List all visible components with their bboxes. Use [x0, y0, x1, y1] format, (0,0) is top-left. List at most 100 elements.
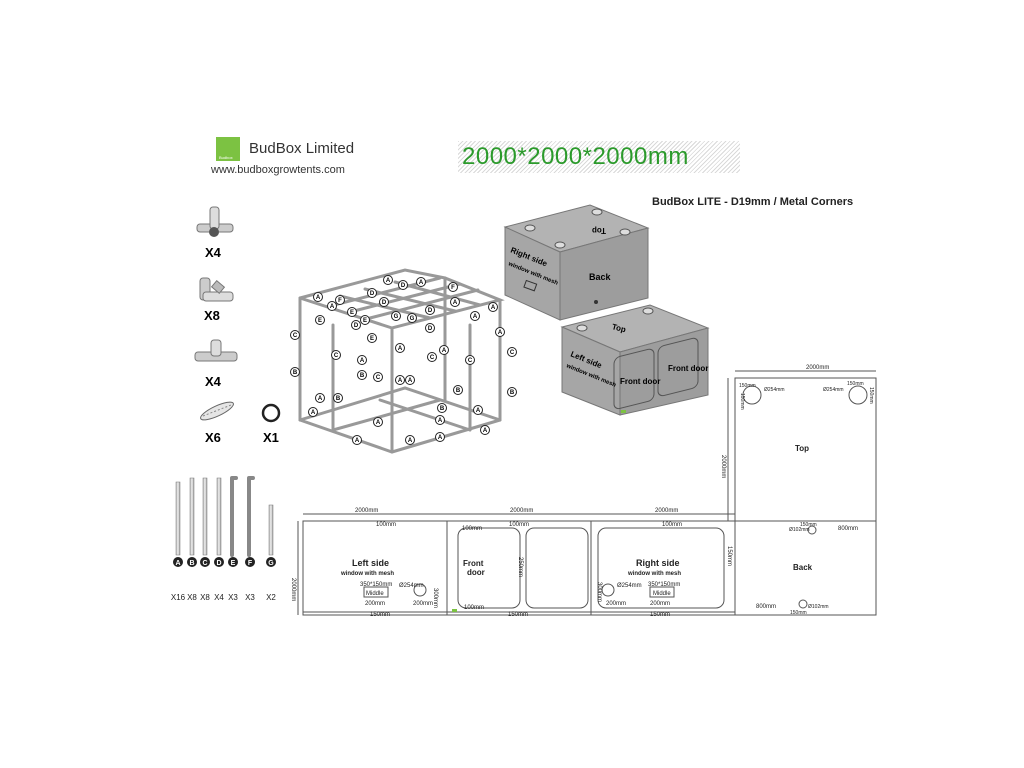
back-800a: 800mm	[838, 526, 858, 532]
dim-front-100a: 100mm	[462, 526, 482, 532]
svg-text:B: B	[336, 396, 341, 402]
company-name: BudBox Limited	[249, 140, 355, 157]
frame-marker: A	[357, 355, 367, 365]
dim-front-100b: 100mm	[509, 522, 529, 528]
svg-text:A: A	[476, 408, 481, 414]
pole-qty: X8	[200, 593, 210, 602]
connector-qty: X6	[205, 430, 221, 445]
connector-qty: X8	[204, 308, 220, 323]
frame-marker: C	[427, 352, 437, 362]
frame-marker: A	[488, 302, 498, 312]
pole-letter: E	[231, 560, 236, 567]
right-200b: 200mm	[650, 601, 670, 607]
svg-text:C: C	[376, 375, 381, 381]
frame-marker: A	[315, 393, 325, 403]
frame-marker: A	[395, 375, 405, 385]
frame-marker: A	[352, 435, 362, 445]
pole-letter: A	[175, 560, 180, 567]
svg-text:D: D	[401, 283, 406, 289]
pole-e: EX3	[228, 476, 238, 602]
frame-marker: B	[357, 370, 367, 380]
frame-marker: A	[450, 297, 460, 307]
pole-f: FX3	[245, 476, 255, 602]
svg-text:A: A	[318, 396, 323, 402]
frame-marker: D	[425, 305, 435, 315]
frame-marker: D	[351, 320, 361, 330]
right-150: 150mm	[650, 612, 670, 618]
frame-marker: C	[507, 347, 517, 357]
connector-qty: X4	[205, 245, 222, 260]
back-vent1: Ø102mm	[789, 527, 810, 533]
frame-marker: B	[507, 387, 517, 397]
frame-marker: C	[465, 355, 475, 365]
svg-text:D: D	[382, 300, 387, 306]
svg-text:D: D	[428, 326, 433, 332]
right-window-size: 350*150mm	[648, 582, 680, 588]
left-150: 150mm	[370, 612, 390, 618]
right-300: 300mm	[596, 582, 602, 602]
svg-text:A: A	[355, 438, 360, 444]
upper-back-label: Back	[589, 272, 612, 282]
top-vent1: Ø254mm	[764, 387, 785, 393]
frame-marker: B	[333, 393, 343, 403]
front-250: 250mm	[517, 557, 523, 577]
back-800b: 800mm	[756, 604, 776, 610]
frame-marker: F	[448, 282, 458, 292]
connector-qty: X4	[205, 374, 222, 389]
dim-top-2000: 2000mm	[806, 365, 829, 371]
flat-layout	[297, 370, 877, 616]
svg-text:B: B	[440, 406, 445, 412]
svg-text:A: A	[360, 358, 365, 364]
left-side-subtitle: window with mesh	[340, 571, 394, 577]
right-200a: 200mm	[606, 601, 626, 607]
svg-text:C: C	[293, 333, 298, 339]
svg-text:A: A	[438, 418, 443, 424]
svg-text:A: A	[442, 348, 447, 354]
frame-marker: D	[379, 297, 389, 307]
svg-text:A: A	[408, 378, 413, 384]
pole-qty: X4	[214, 593, 224, 602]
svg-text:A: A	[453, 300, 458, 306]
frame-marker: A	[405, 375, 415, 385]
pole-b: BX8	[187, 477, 197, 602]
left-200a: 200mm	[365, 601, 385, 607]
left-300: 300mm	[432, 588, 438, 608]
dim-top-2000v: 2000mm	[720, 455, 726, 478]
svg-text:C: C	[334, 353, 339, 359]
svg-text:B: B	[510, 390, 515, 396]
back-150a: 150mm	[800, 522, 817, 528]
frame-marker: E	[360, 315, 370, 325]
svg-text:B: B	[456, 388, 461, 394]
svg-text:A: A	[491, 305, 496, 311]
right-side-title: Right side	[636, 558, 680, 568]
dim-height: 2000mm	[290, 578, 296, 601]
pole-letter: D	[216, 560, 221, 567]
svg-text:A: A	[408, 438, 413, 444]
svg-text:D: D	[428, 308, 433, 314]
left-side-title: Left side	[352, 558, 389, 568]
frame-marker: F	[335, 295, 345, 305]
svg-text:G: G	[410, 316, 415, 322]
dimensions-banner	[458, 141, 740, 173]
top-vent2: Ø254mm	[823, 387, 844, 393]
frame-marker: A	[435, 415, 445, 425]
svg-text:B: B	[293, 370, 298, 376]
dim-left-100: 100mm	[376, 522, 396, 528]
frame-marker: A	[308, 407, 318, 417]
top-150b: 150mm	[847, 381, 864, 387]
svg-text:A: A	[376, 420, 381, 426]
svg-text:G: G	[394, 314, 399, 320]
svg-text:F: F	[338, 298, 342, 304]
pole-d: D X4	[214, 477, 224, 602]
pole-letter: C	[202, 560, 207, 567]
dim-front-2000: 2000mm	[510, 508, 533, 514]
dimensions-title: 2000*2000*2000mm	[462, 143, 689, 170]
svg-text:C: C	[468, 358, 473, 364]
tent-view-front	[560, 304, 710, 416]
front-title: Front	[463, 559, 484, 568]
svg-text:A: A	[316, 295, 321, 301]
svg-text:B: B	[360, 373, 365, 379]
brand-logo-text: Budbox	[219, 155, 233, 160]
